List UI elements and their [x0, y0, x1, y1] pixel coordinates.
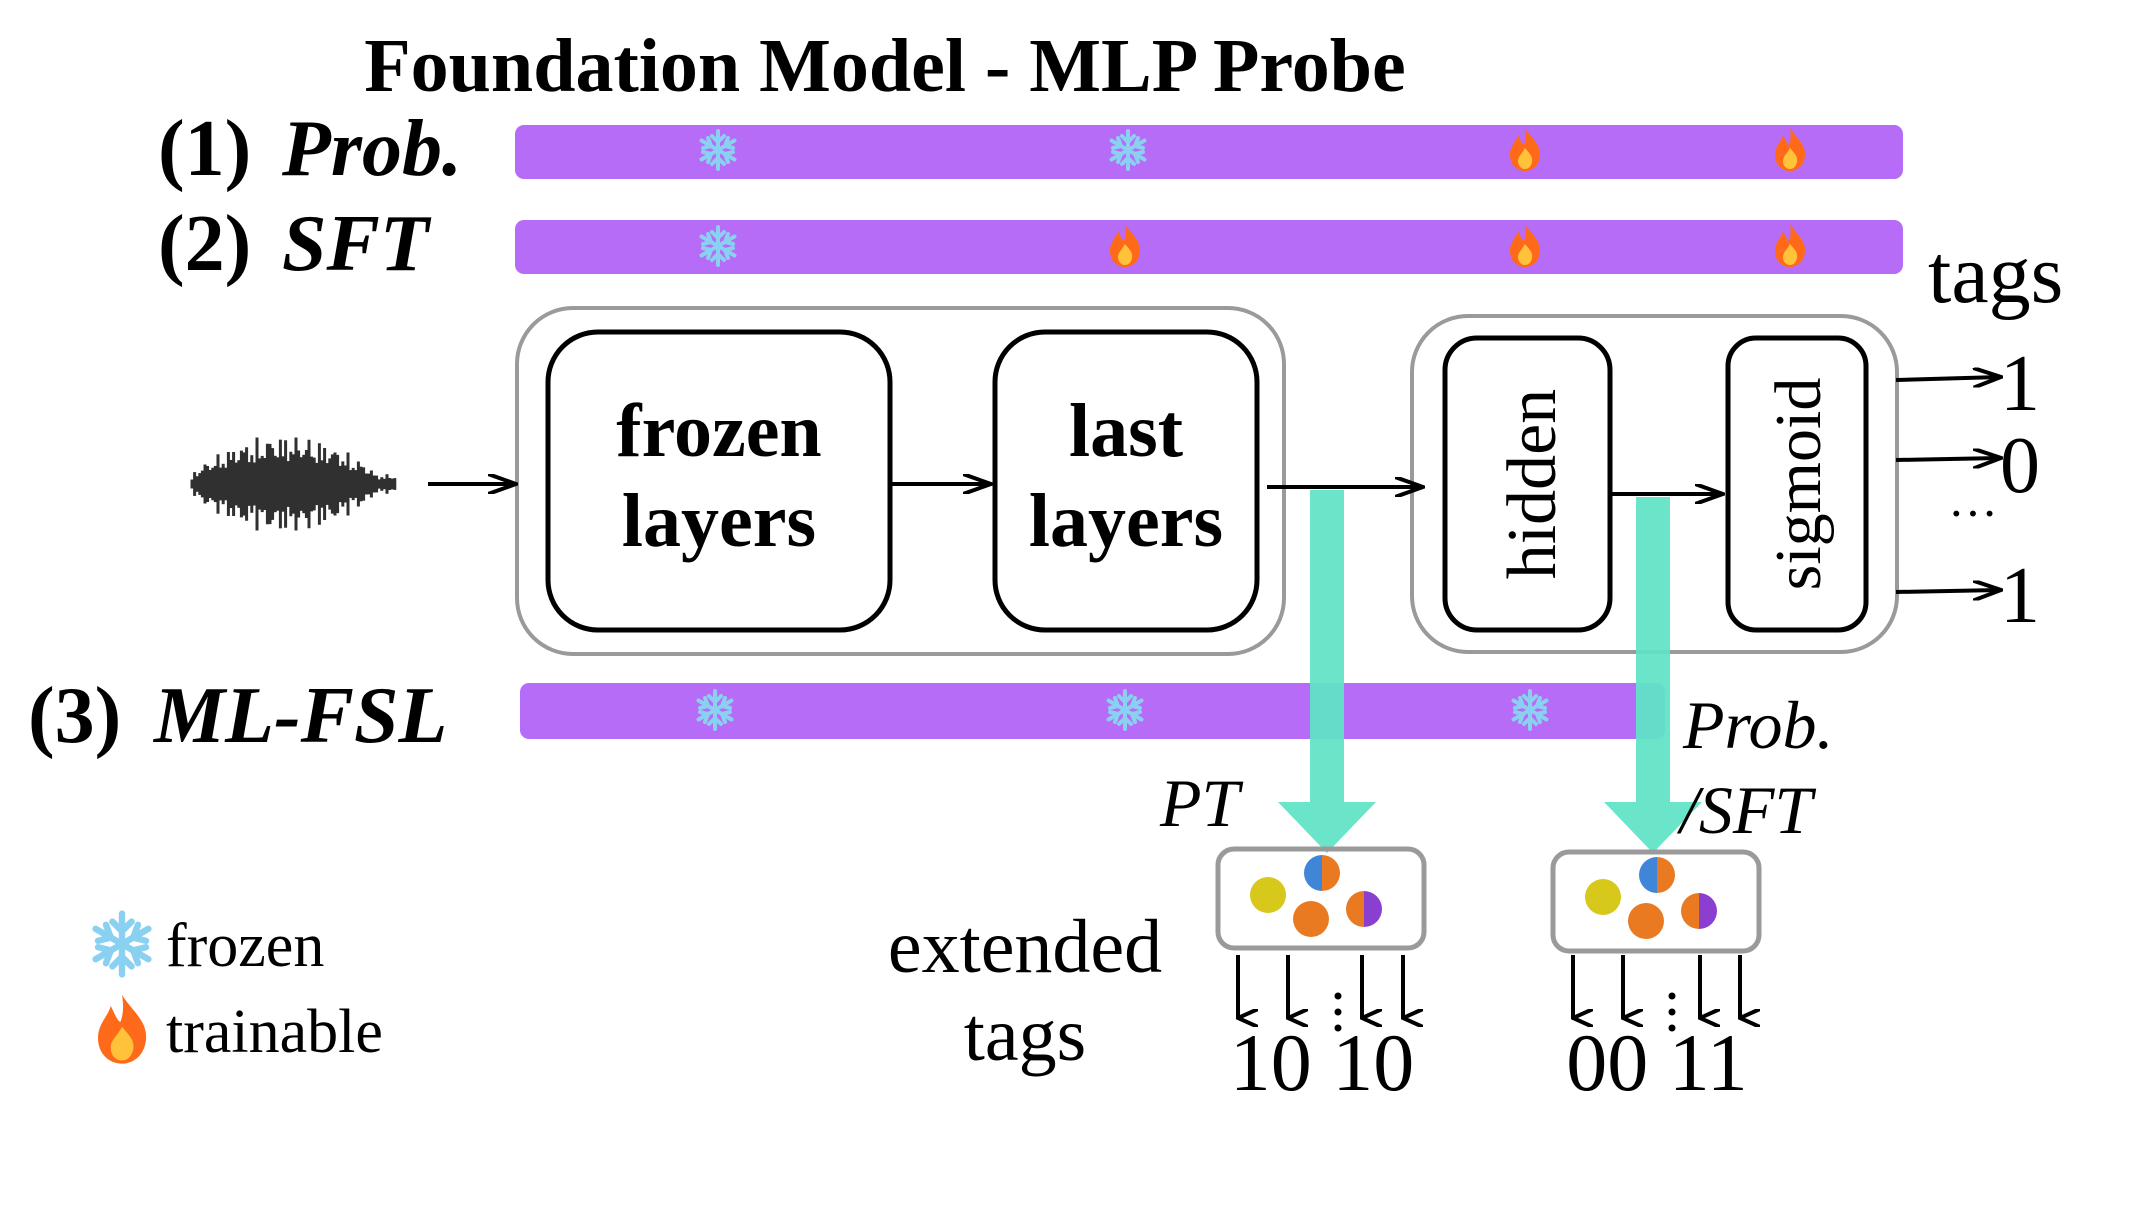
tag-dot-blue-orange [1304, 855, 1340, 891]
sigmoid-label: sigmoid [1762, 378, 1835, 591]
tag-dot-orange [1293, 901, 1329, 937]
waveform-icon [190, 437, 397, 531]
tag-dot-orange-purple [1681, 893, 1717, 929]
extended-label-line1: extended [888, 905, 1162, 989]
strategy-3-name: ML-FSL [152, 672, 447, 760]
strategy-1-name: Prob. [281, 105, 462, 193]
ellipsis-dot [1334, 1008, 1342, 1016]
arrow-output-1 [1895, 377, 2000, 380]
prob-sft-tags-box [1550, 849, 1762, 954]
output-value-2: 0 [2000, 422, 2040, 510]
tags-label: tags [1928, 228, 2063, 321]
extended-label-line2: tags [964, 993, 1086, 1077]
hidden-block [1442, 335, 1613, 633]
output-value-3: 1 [2000, 552, 2040, 640]
arrow-output-2 [1895, 458, 2000, 460]
tag-dot-yellow [1585, 879, 1621, 915]
legend-snowflake-icon [96, 914, 149, 975]
extended-arrows [1236, 955, 1740, 1032]
teal-arrow-pt [1278, 490, 1376, 853]
ellipsis-dot [1668, 1008, 1676, 1016]
strategy-1-number: (1) [158, 105, 251, 193]
teal-arrow-prob-sft [1604, 497, 1702, 853]
strategy-3-number: (3) [28, 672, 121, 760]
ellipsis-dot [1668, 1024, 1676, 1032]
sigmoid-block [1725, 335, 1869, 633]
tag-dots [1250, 855, 1717, 939]
strategy-2-bar [515, 220, 1903, 274]
strategy-2-name: SFT [282, 200, 432, 288]
strategy-2-number: (2) [158, 200, 251, 288]
tag-dot-yellow [1250, 877, 1286, 913]
strategy-1-bar [515, 125, 1903, 179]
output-ellipsis: ··· [1948, 485, 1998, 541]
pt-label: PT [1159, 765, 1244, 841]
arrow-output-3 [1895, 590, 2000, 592]
frozen-layers-block [545, 329, 893, 633]
pt-extended-values: 10 10 [1230, 1017, 1415, 1108]
tag-dot-orange [1628, 903, 1664, 939]
tag-dot-orange-purple [1346, 891, 1382, 927]
prob-sft-line2: /SFT [1676, 772, 1816, 848]
legend-frozen-label: frozen [166, 912, 324, 980]
tag-dot-blue-orange [1639, 857, 1675, 893]
last-layers-line1: last [1069, 389, 1183, 473]
frozen-layers-line2: layers [622, 479, 816, 563]
pt-tags-box [1215, 846, 1427, 951]
strategy-3-bar [520, 683, 1665, 739]
output-value-1: 1 [2000, 340, 2040, 428]
prob-sft-line1: Prob. [1682, 687, 1833, 763]
frozen-layers-line1: frozen [616, 389, 821, 473]
ellipsis-dot [1334, 992, 1342, 1000]
diagram-title: Foundation Model - MLP Probe [364, 24, 1406, 108]
prob-sft-extended-values: 00 11 [1566, 1017, 1747, 1108]
ellipsis-dot [1334, 1024, 1342, 1032]
last-layers-block [992, 329, 1260, 633]
hidden-label: hidden [1494, 389, 1571, 580]
legend-trainable-label: trainable [166, 998, 383, 1066]
ellipsis-dot [1668, 992, 1676, 1000]
legend-fire-icon [98, 994, 147, 1064]
last-layers-line2: layers [1029, 479, 1223, 563]
